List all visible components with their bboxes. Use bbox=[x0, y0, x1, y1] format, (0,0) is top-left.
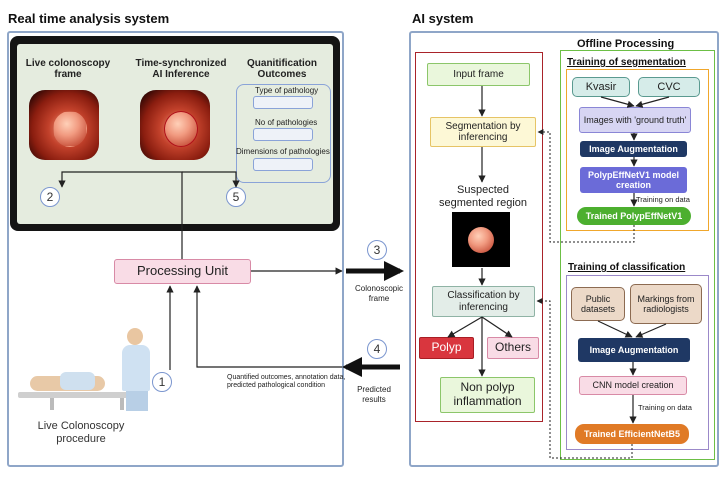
dashed-trained-seg-to-inference bbox=[537, 129, 635, 243]
step-3-marker: 3 bbox=[367, 240, 387, 260]
arrow-kvasir-to-gt bbox=[600, 96, 635, 108]
dimensions-field bbox=[253, 158, 313, 171]
radiologist-markings-box: Markings from radiologists bbox=[630, 284, 702, 324]
offline-processing-title: Offline Processing bbox=[577, 38, 675, 50]
arrow-cvc-to-gt bbox=[635, 96, 670, 108]
no-of-pathologies-label: No of pathologies bbox=[255, 118, 318, 127]
type-of-pathology-field bbox=[253, 96, 313, 109]
processing-unit: Processing Unit bbox=[114, 259, 251, 284]
arrow-cls-to-polyp bbox=[447, 316, 483, 338]
outcomes-note: Quantified outcomes, annotation data, pr… bbox=[227, 374, 346, 390]
doctor-body bbox=[122, 345, 150, 391]
live-frame-label: Live colonoscopy frame bbox=[25, 57, 111, 81]
quantification-title: Quanitification Outcomes bbox=[247, 57, 317, 81]
bed-leg bbox=[50, 398, 54, 410]
doctor-legs bbox=[126, 391, 148, 411]
classification-training-title: Training of classification bbox=[568, 262, 686, 273]
seg-image-augmentation-box: Image Augmentation bbox=[580, 141, 687, 157]
cls-training-on-data-label: Training on data bbox=[638, 403, 692, 412]
arrow-processing-to-live-frame bbox=[58, 171, 183, 259]
segmentation-training-panel bbox=[566, 69, 709, 231]
polyp-result-box: Polyp bbox=[419, 337, 474, 359]
step-1-marker: 1 bbox=[152, 372, 172, 392]
procedure-label: Live Colonoscopy procedure bbox=[37, 420, 125, 445]
polypeffnet-creation-box: PolypEffNetV1 model creation bbox=[580, 167, 687, 193]
classification-inference-box: Classification by inferencing bbox=[432, 286, 535, 317]
cvc-dataset-box: CVC bbox=[638, 77, 700, 97]
arrow-markings-to-aug bbox=[635, 323, 667, 338]
left-section-title: Real time analysis system bbox=[8, 11, 170, 26]
ai-system-panel bbox=[409, 31, 719, 467]
segmented-region-image bbox=[452, 212, 510, 267]
arrow-processing-to-ai-inference bbox=[182, 171, 240, 188]
type-of-pathology-label: Type of pathology bbox=[255, 86, 319, 95]
offline-processing-panel bbox=[560, 50, 715, 460]
arrow-public-to-aug bbox=[597, 320, 633, 338]
predicted-results-label: Predicted results bbox=[357, 385, 391, 404]
classification-training-panel bbox=[566, 275, 709, 450]
dashed-trained-cls-to-inference bbox=[536, 298, 633, 459]
quantification-panel bbox=[236, 84, 331, 183]
no-of-pathologies-field bbox=[253, 128, 313, 141]
bed-leg bbox=[120, 398, 124, 410]
segmentation-training-title: Training of segmentation bbox=[567, 57, 686, 68]
doctor-head bbox=[127, 328, 143, 345]
step-5-marker: 5 bbox=[226, 187, 246, 207]
cnn-model-creation-box: CNN model creation bbox=[579, 376, 687, 395]
trained-polypeffnet-box: Trained PolypEffNetV1 bbox=[577, 207, 691, 225]
patient-gown bbox=[60, 372, 95, 390]
right-section-title: AI system bbox=[412, 11, 474, 26]
ai-inference-label: Time-synchronized AI Inference bbox=[135, 57, 227, 81]
step-2-marker: 2 bbox=[40, 187, 60, 207]
step-4-marker: 4 bbox=[367, 339, 387, 359]
colonoscopic-frame-label: Colonoscopic frame bbox=[354, 284, 404, 303]
dimensions-label: Dimensions of pathologies bbox=[236, 147, 330, 156]
others-result-box: Others bbox=[487, 337, 539, 359]
live-colonoscopy-image bbox=[29, 90, 99, 160]
trained-efficientnet-box: Trained EfficientNetB5 bbox=[575, 424, 689, 444]
input-frame-box: Input frame bbox=[427, 63, 530, 86]
ai-inference-image bbox=[140, 90, 210, 160]
non-polyp-inflammation-box: Non polyp inflammation bbox=[440, 377, 535, 413]
arrow-results-to-processing bbox=[193, 285, 342, 368]
endoscopy-bed bbox=[18, 392, 148, 398]
cls-image-augmentation-box: Image Augmentation bbox=[578, 338, 690, 362]
seg-training-on-data-label: Training on data bbox=[636, 195, 690, 204]
inference-pipeline-panel bbox=[415, 52, 543, 422]
kvasir-dataset-box: Kvasir bbox=[572, 77, 630, 97]
suspected-region-label: Suspected segmented region bbox=[438, 184, 528, 209]
real-time-panel bbox=[7, 31, 344, 467]
public-datasets-box: Public datasets bbox=[571, 287, 625, 321]
arrow-cls-to-others bbox=[481, 316, 513, 338]
ground-truth-images-box: Images with 'ground truth' bbox=[579, 107, 691, 133]
segmentation-inference-box: Segmentation by inferencing bbox=[430, 117, 536, 147]
